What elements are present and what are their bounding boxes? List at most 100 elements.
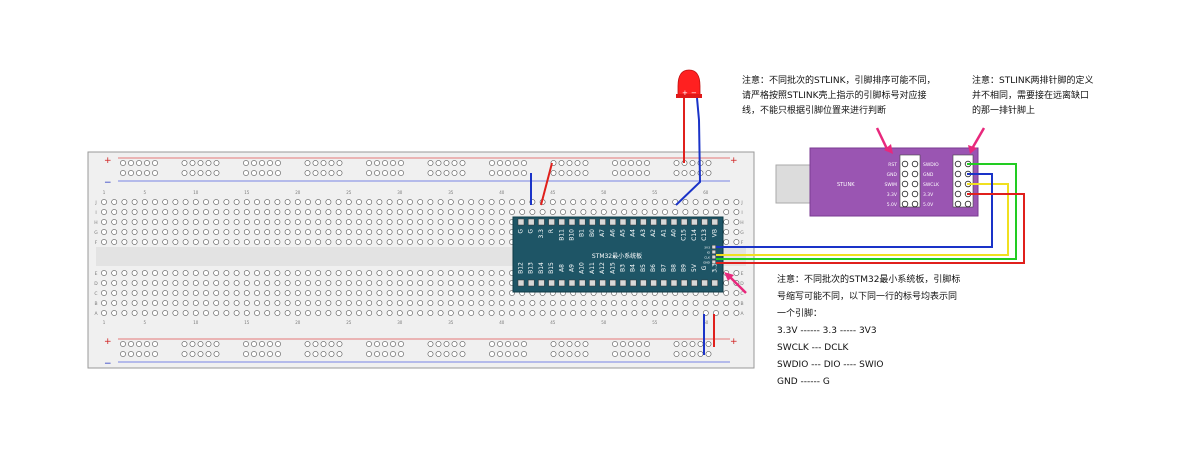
breadboard-hole: [733, 270, 740, 276]
column-numbers: 1155101015152020252530303535404045455050…: [103, 190, 709, 325]
rail-hole: [566, 160, 573, 166]
led: + −: [676, 69, 702, 98]
stlink-pins: [901, 160, 972, 208]
breadboard-hole: [458, 280, 464, 286]
breadboard-hole: [682, 199, 689, 205]
breadboard-hole: [243, 300, 250, 306]
wires: [530, 97, 1025, 355]
breadboard-hole: [325, 310, 332, 316]
rail-hole: [251, 170, 257, 176]
breadboard-hole: [264, 310, 271, 316]
swd-pin: [711, 260, 716, 265]
stlink-pin: [954, 170, 962, 178]
breadboard-hole: [182, 239, 189, 245]
stm32-pin: [609, 218, 617, 226]
row-letter: D: [94, 281, 98, 287]
breadboard-hole: [713, 209, 719, 215]
note-line: SWCLK --- DCLK: [777, 343, 849, 353]
rail-hole: [505, 341, 511, 347]
breadboard-hole: [386, 300, 393, 306]
breadboard-hole: [733, 310, 740, 316]
note-line: 注意：不同批次的STLINK，引脚排序可能不同，: [742, 76, 936, 86]
breadboard-hole: [111, 310, 118, 316]
rail-hole: [144, 341, 150, 347]
breadboard-hole: [233, 209, 240, 215]
breadboard-hole: [243, 280, 250, 286]
breadboard-hole: [264, 239, 271, 245]
rail-hole: [197, 170, 204, 176]
stm32-pin-label: A3: [640, 229, 647, 237]
breadboard-hole: [233, 270, 240, 276]
breadboard-hole: [539, 209, 546, 215]
breadboard-hole: [651, 310, 658, 316]
stm32-pin: [568, 218, 576, 226]
column-number: 1: [103, 190, 106, 195]
breadboard-hole: [335, 229, 342, 235]
breadboard-hole: [427, 290, 434, 296]
rail-hole: [251, 160, 257, 166]
breadboard-hole: [580, 199, 587, 205]
breadboard-hole: [417, 280, 424, 286]
breadboard-hole: [396, 229, 403, 235]
note-line: 线，不能只根据引脚位置来进行判断: [742, 106, 887, 116]
stlink-left-label: 5.0V: [887, 202, 898, 208]
breadboard-hole: [305, 270, 311, 276]
breadboard-hole: [580, 300, 587, 306]
stlink-right-label: GND: [923, 172, 934, 178]
rail-hole: [189, 341, 196, 347]
breadboard-hole: [498, 300, 505, 306]
breadboard-hole: [172, 239, 179, 245]
breadboard-hole: [131, 199, 138, 205]
column-number: 60: [703, 190, 709, 195]
rail-hole: [451, 351, 458, 357]
breadboard-hole: [213, 209, 220, 215]
stm32-pin-label: B8: [671, 264, 678, 272]
breadboard-hole: [213, 239, 220, 245]
stm32-pin-label: B0: [589, 229, 596, 237]
rail-hole: [451, 170, 458, 176]
breadboard-hole: [560, 310, 566, 316]
stm32-pin-label: A2: [650, 229, 657, 237]
breadboard-hole: [498, 199, 505, 205]
rail-hole: [390, 170, 396, 176]
rail-plus-top-left: +: [104, 156, 112, 166]
breadboard-hole: [417, 310, 424, 316]
breadboard-hole: [366, 199, 373, 205]
breadboard-hole: [294, 300, 301, 306]
breadboard-hole: [305, 209, 311, 215]
breadboard-hole: [223, 209, 230, 215]
stlink-usb-plug: [775, 164, 815, 204]
breadboard-hole: [315, 239, 322, 245]
breadboard-hole: [447, 290, 454, 296]
breadboard-hole: [345, 219, 352, 225]
rail-hole: [558, 160, 565, 166]
breadboard-hole: [611, 199, 617, 205]
breadboard-hole: [478, 229, 485, 235]
breadboard-hole: [376, 219, 383, 225]
breadboard-hole: [284, 270, 291, 276]
stm32-pin: [660, 218, 668, 226]
breadboard-hole: [386, 219, 393, 225]
breadboard-hole: [325, 290, 332, 296]
rail-hole: [497, 160, 503, 166]
breadboard-hole: [682, 300, 689, 306]
breadboard-hole: [315, 229, 322, 235]
breadboard-hole: [396, 199, 403, 205]
rail-hole: [267, 160, 273, 166]
breadboard-hole: [192, 239, 199, 245]
breadboard-hole: [376, 239, 383, 245]
stm32-pin-label: B12: [518, 262, 525, 274]
stlink-pin: [964, 200, 972, 208]
breadboard-hole: [651, 300, 658, 306]
breadboard-hole: [621, 310, 628, 316]
rail-hole: [566, 351, 573, 357]
breadboard-hole: [213, 270, 220, 276]
stm32-pin-label: B9: [681, 264, 688, 272]
breadboard-hole: [386, 229, 393, 235]
breadboard-hole: [488, 300, 495, 306]
breadboard-hole: [111, 229, 118, 235]
breadboard-hole: [366, 310, 373, 316]
breadboard-hole: [478, 290, 485, 296]
breadboard-hole: [223, 199, 230, 205]
